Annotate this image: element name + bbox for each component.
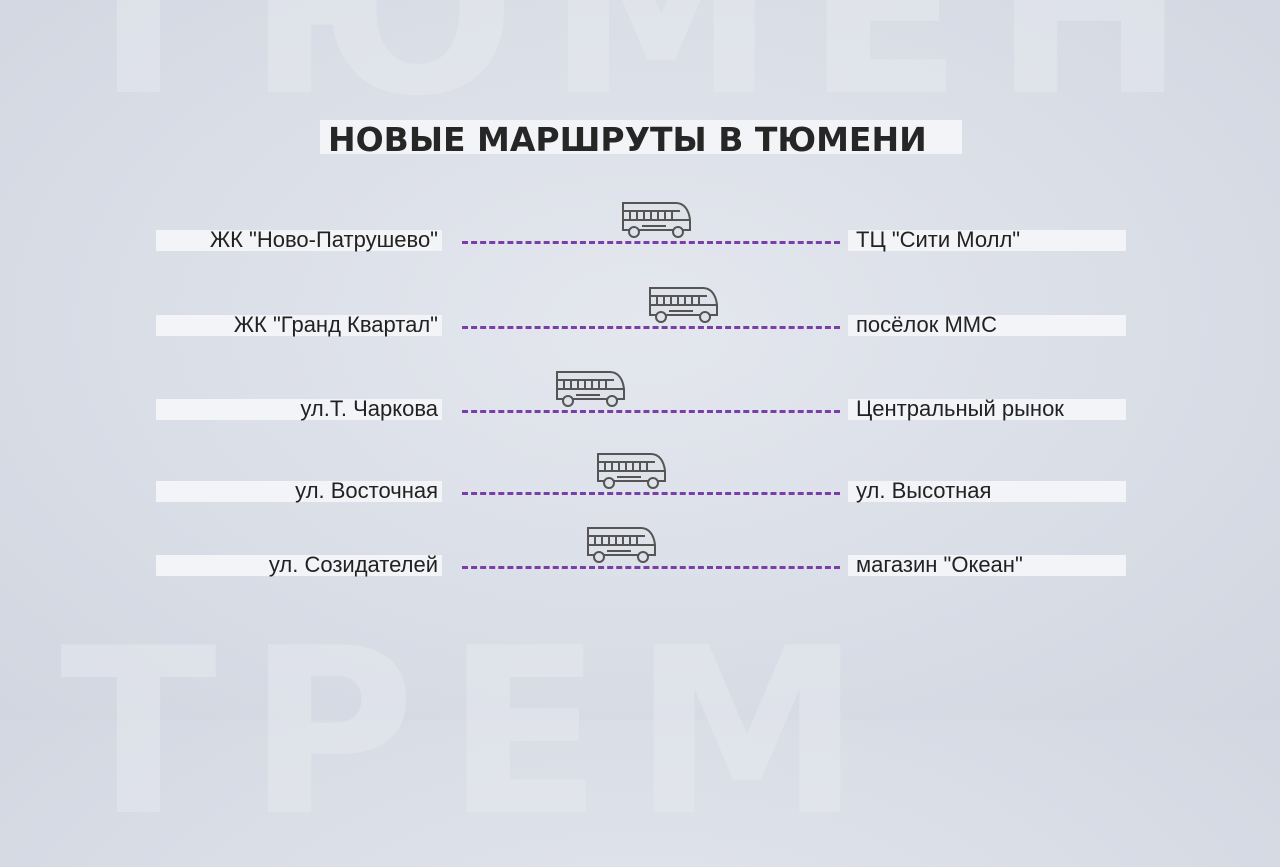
bus-icon: [585, 525, 659, 565]
route-origin: ЖК "Гранд Квартал": [156, 312, 442, 337]
route-dashed-line: [462, 410, 840, 413]
route-row: ул. Восточная ул. Высотная: [0, 451, 1280, 511]
route-row: ЖК "Гранд Квартал" посёлок ММС: [0, 285, 1280, 345]
route-origin-label: ЖК "Гранд Квартал": [233, 312, 438, 337]
route-origin: ул.Т. Чаркова: [156, 396, 442, 421]
route-dashed-line: [462, 241, 840, 244]
route-destination: ТЦ "Сити Молл": [848, 227, 1126, 252]
route-origin: ЖК "Ново-Патрушево": [156, 227, 442, 252]
route-origin-label: ЖК "Ново-Патрушево": [209, 227, 438, 252]
route-origin-label: ул. Созидателей: [268, 552, 438, 577]
route-dashed-line: [462, 492, 840, 495]
route-origin: ул. Восточная: [156, 478, 442, 503]
route-row: ул. Созидателей магазин "Океан": [0, 525, 1280, 585]
route-dashed-line: [462, 326, 840, 329]
title-box: НОВЫЕ МАРШРУТЫ В ТЮМЕНИ: [320, 120, 962, 159]
route-origin-label: ул.Т. Чаркова: [300, 396, 438, 421]
route-destination: магазин "Океан": [848, 552, 1126, 577]
route-destination-label: ул. Высотная: [856, 478, 992, 503]
route-destination: ул. Высотная: [848, 478, 1126, 503]
bus-icon: [647, 285, 721, 325]
route-destination-label: ТЦ "Сити Молл": [856, 227, 1021, 252]
route-destination-label: магазин "Океан": [856, 552, 1023, 577]
route-destination: посёлок ММС: [848, 312, 1126, 337]
route-row: ул.Т. Чаркова Центральный рынок: [0, 369, 1280, 429]
route-destination: Центральный рынок: [848, 396, 1126, 421]
route-destination-label: Центральный рынок: [856, 396, 1064, 421]
watermark-bottom: ТРЕМ: [60, 600, 892, 867]
bus-icon: [595, 451, 669, 491]
bus-icon: [554, 369, 628, 409]
route-origin-label: ул. Восточная: [295, 478, 438, 503]
route-origin: ул. Созидателей: [156, 552, 442, 577]
route-dashed-line: [462, 566, 840, 569]
route-destination-label: посёлок ММС: [856, 312, 997, 337]
route-row: ЖК "Ново-Патрушево" ТЦ "Сити Молл": [0, 200, 1280, 260]
bus-icon: [620, 200, 694, 240]
page-title: НОВЫЕ МАРШРУТЫ В ТЮМЕНИ: [328, 120, 927, 159]
